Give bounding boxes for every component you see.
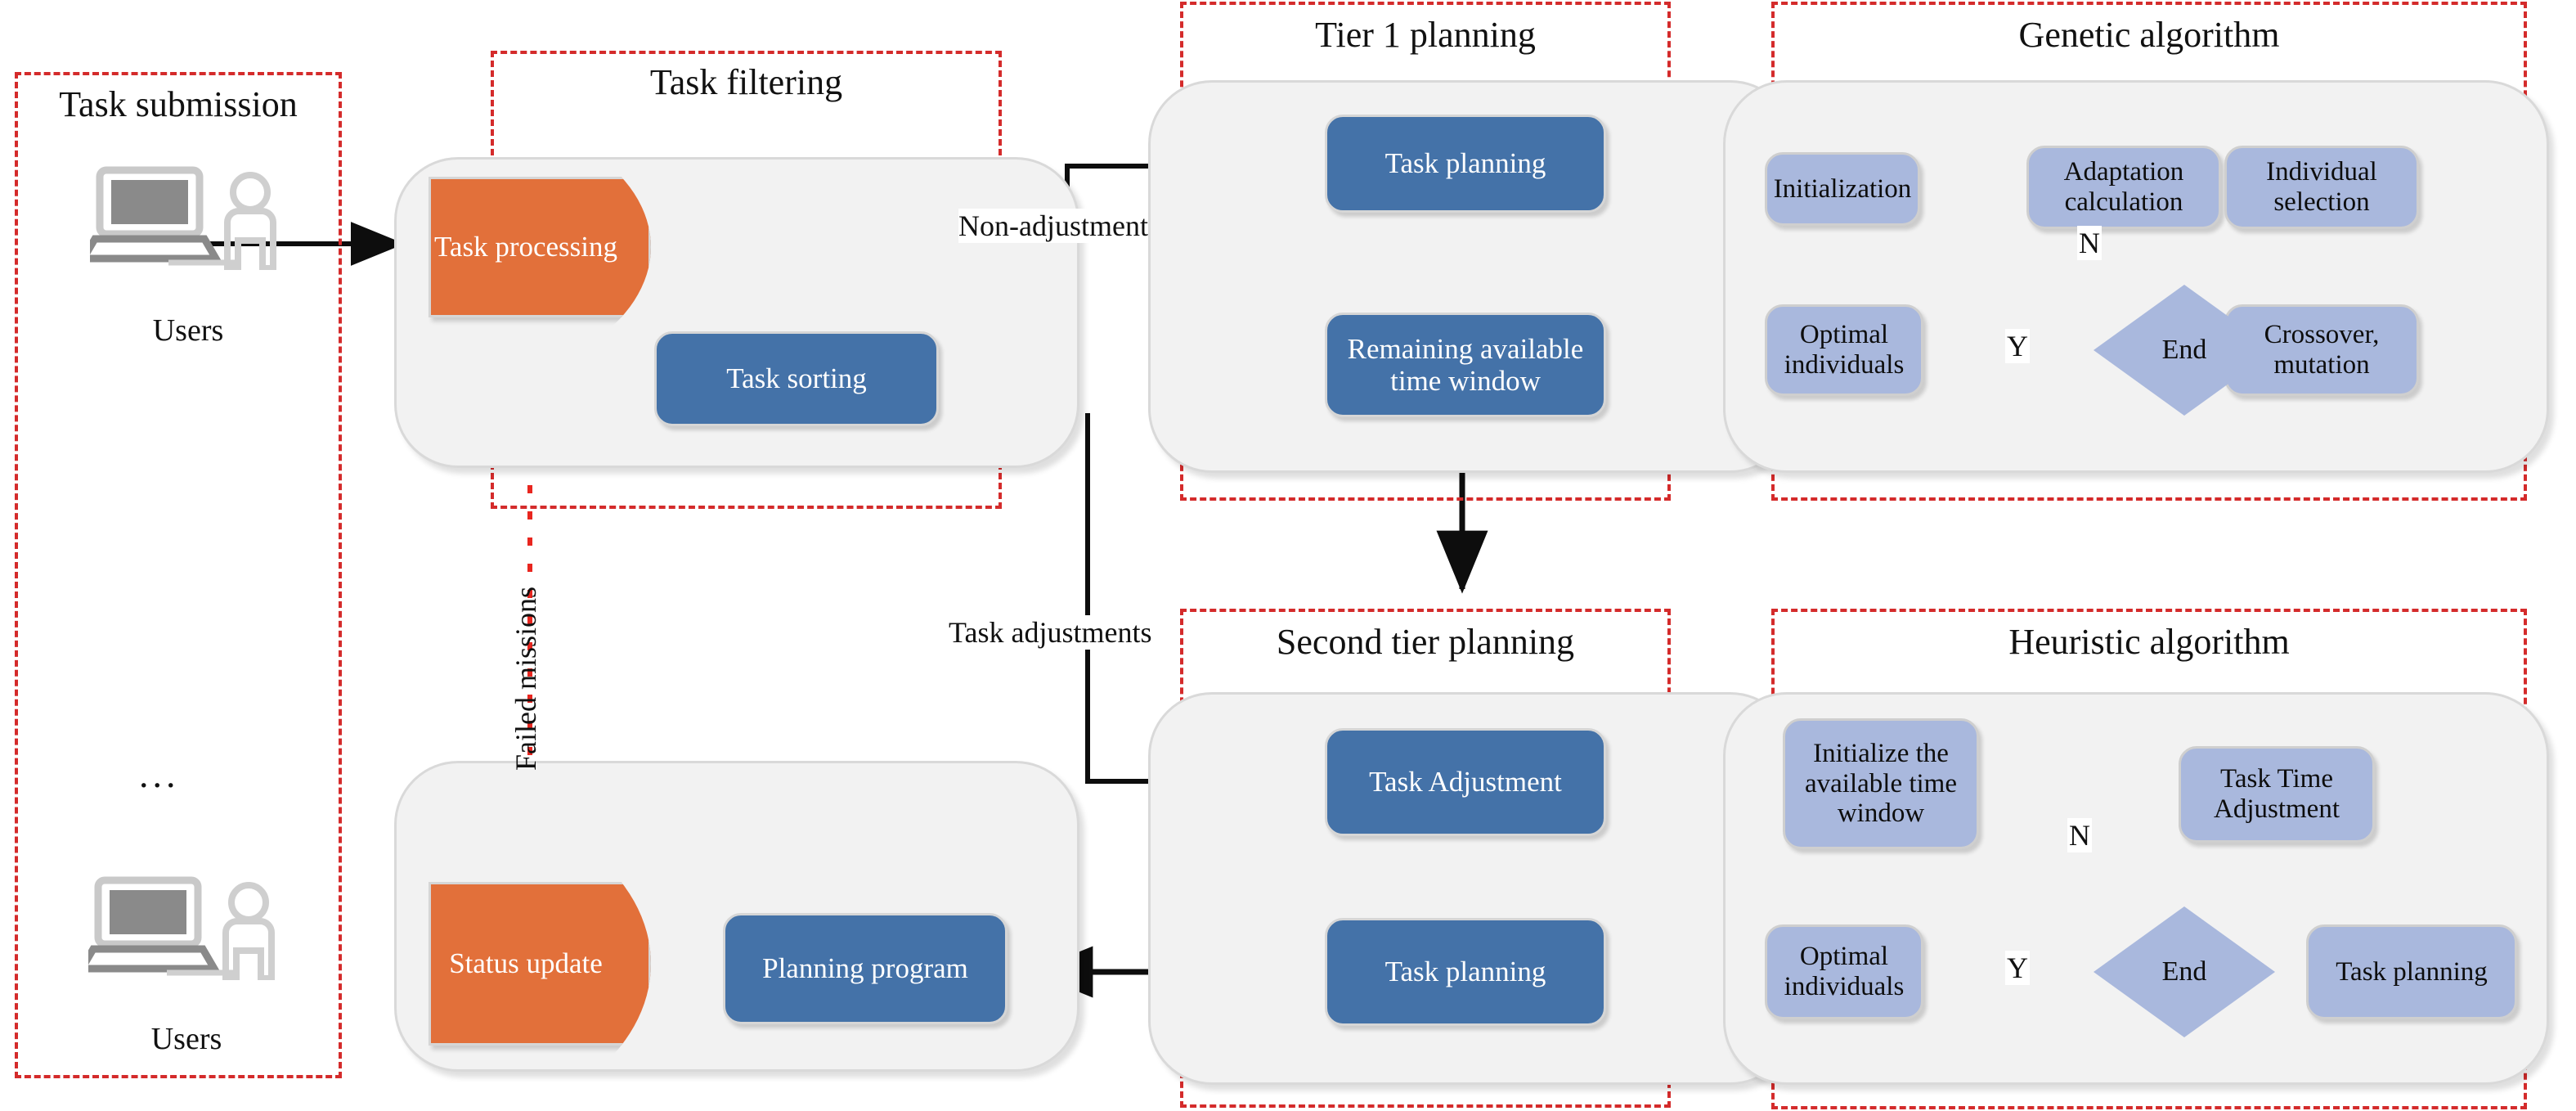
node-label: Task processing	[433, 231, 618, 263]
node-task-sorting[interactable]: Task sorting	[654, 331, 939, 426]
group-title-second-tier-planning: Second tier planning	[1276, 622, 1575, 662]
label-failed-missions: Failed missions	[509, 586, 542, 771]
node-initialization[interactable]: Initialization	[1765, 152, 1920, 226]
label-task-adjustments: Task adjustments	[949, 615, 1152, 650]
user-label-1: Users	[152, 313, 224, 348]
node-optimal-individuals-heuristic[interactable]: Optimal individuals	[1765, 924, 1923, 1019]
node-task-time-adjustment[interactable]: Task Time Adjustment	[2179, 746, 2375, 843]
node-status-update[interactable]: Status update	[429, 882, 651, 1046]
group-title-task-filtering: Task filtering	[649, 62, 843, 102]
node-initialize-available-time-window[interactable]: Initialize the available time window	[1783, 718, 1979, 849]
laptop-user-icon	[75, 874, 285, 982]
label-genetic-yes: Y	[2005, 329, 2030, 363]
cylinder-body	[429, 882, 651, 1046]
label-heuristic-no: N	[2067, 818, 2092, 852]
node-end-heuristic[interactable]: End	[2094, 906, 2275, 1037]
node-task-adjustment[interactable]: Task Adjustment	[1325, 728, 1606, 836]
group-title-genetic-algorithm: Genetic algorithm	[2018, 15, 2280, 55]
node-adaptation-calculation[interactable]: Adaptation calculation	[2026, 146, 2221, 229]
node-task-processing[interactable]: Task processing	[429, 177, 651, 317]
node-planning-program[interactable]: Planning program	[723, 913, 1008, 1024]
group-title-heuristic-algorithm: Heuristic algorithm	[2008, 622, 2290, 662]
node-individual-selection[interactable]: Individual selection	[2224, 146, 2419, 229]
node-label: End	[2161, 956, 2207, 987]
label-genetic-no: N	[2077, 226, 2102, 260]
users-ellipsis: ...	[139, 753, 180, 795]
node-task-planning[interactable]: Task planning	[1325, 115, 1606, 213]
node-optimal-individuals-genetic[interactable]: Optimal individuals	[1765, 304, 1923, 396]
group-title-task-submission: Task submission	[59, 84, 298, 124]
group-frame-task-submission	[15, 72, 342, 1078]
node-label: Status update	[449, 947, 603, 980]
node-end-genetic[interactable]: End	[2094, 285, 2275, 416]
node-task-planning-second-tier[interactable]: Task planning	[1325, 918, 1606, 1026]
label-non-adjustment: Non-adjustment	[958, 209, 1148, 243]
laptop-user-icon	[77, 164, 286, 272]
node-label: End	[2161, 335, 2207, 365]
group-title-tier1-planning: Tier 1 planning	[1315, 15, 1536, 55]
user-label-2: Users	[150, 1022, 222, 1056]
node-remaining-available-time-window[interactable]: Remaining available time window	[1325, 313, 1606, 417]
label-heuristic-yes: Y	[2005, 951, 2030, 985]
node-task-planning-heuristic[interactable]: Task planning	[2306, 924, 2517, 1019]
cylinder-body	[429, 177, 651, 317]
